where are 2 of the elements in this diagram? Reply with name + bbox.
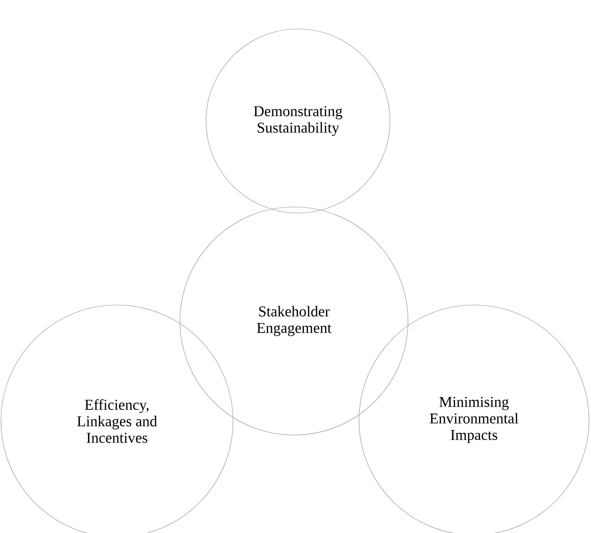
circle-node: Stakeholder Engagement xyxy=(180,206,408,436)
circle-node: Demonstrating Sustainability xyxy=(206,28,390,214)
